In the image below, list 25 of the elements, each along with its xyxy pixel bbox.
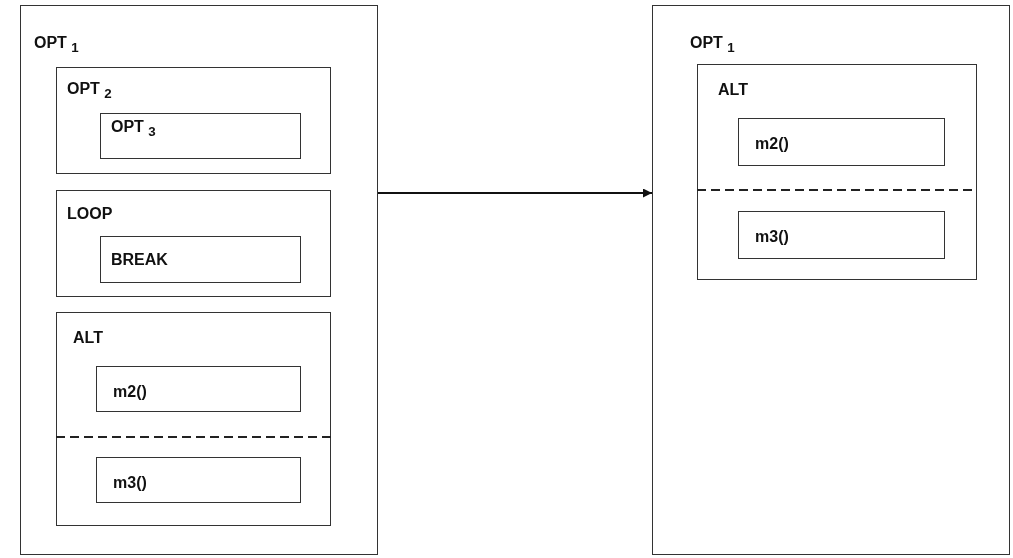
combined-fragment-frame xyxy=(56,312,331,526)
fragment-operator-label: LOOP xyxy=(67,205,113,223)
operand-label: BREAK xyxy=(111,251,168,269)
operand-label: m3() xyxy=(113,474,147,492)
combined-fragment-frame xyxy=(697,64,977,280)
arrow xyxy=(377,188,653,198)
combined-fragment-frame xyxy=(652,5,1010,555)
fragment-operator-label: OPT $_{1}$ xyxy=(34,34,79,58)
fragment-box xyxy=(738,211,945,259)
fragment-box xyxy=(738,118,945,166)
combined-fragment-frame xyxy=(20,5,378,555)
operand-label: m3() xyxy=(755,228,789,246)
fragment-operator-label: OPT $_{2}$ xyxy=(67,80,112,104)
fragment-box xyxy=(96,366,301,412)
fragment-box xyxy=(96,457,301,503)
fragment-operator-label: ALT xyxy=(718,81,748,99)
operand-label: m2() xyxy=(113,383,147,401)
operand-label: m2() xyxy=(755,135,789,153)
fragment-box xyxy=(100,236,301,283)
fragment-operator-label: ALT xyxy=(73,329,103,347)
operand-label: OPT $_{3}$ xyxy=(111,118,156,142)
fragment-box xyxy=(100,113,301,159)
combined-fragment-frame xyxy=(56,190,331,297)
fragment-operator-label: OPT $_{1}$ xyxy=(690,34,735,58)
combined-fragment-frame xyxy=(56,67,331,174)
